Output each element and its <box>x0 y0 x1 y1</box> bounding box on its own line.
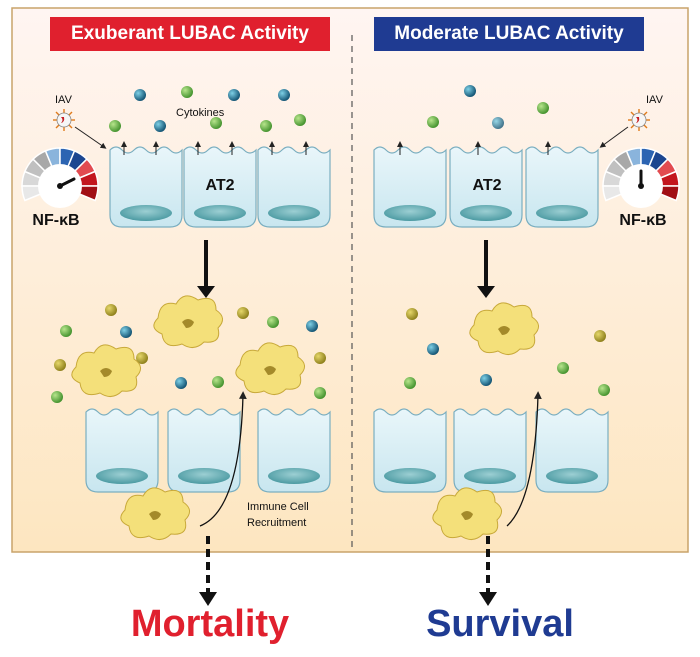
cytokine-dot <box>212 376 224 388</box>
cytokine-dot <box>294 114 306 126</box>
cytokine-dot <box>175 377 187 389</box>
epithelial-cell <box>183 146 257 228</box>
cell-nucleus <box>194 205 246 221</box>
left-recruitment-arrow <box>199 391 247 527</box>
cell-nucleus <box>384 205 436 221</box>
cytokine-dot <box>51 391 63 403</box>
right-iav-label: IAV <box>646 94 664 106</box>
cytokine-dot <box>278 89 290 101</box>
right-nfkb-label: NF-κB <box>619 212 666 229</box>
right-cell-label: AT2 <box>472 177 501 194</box>
right-nfkb-gauge <box>602 147 680 208</box>
cytokine-dot <box>120 326 132 338</box>
cytokine-dot <box>537 102 549 114</box>
moderate-banner <box>374 17 644 51</box>
cell-nucleus <box>546 468 598 484</box>
cytokine-dot <box>109 120 121 132</box>
right-top-epithelium <box>373 146 599 228</box>
cell-nucleus <box>464 468 516 484</box>
left-down-arrow-head <box>197 286 215 298</box>
left-iav-virus <box>53 109 75 131</box>
right-immune-cells <box>432 302 539 540</box>
cell-nucleus <box>268 468 320 484</box>
cytokine-dot <box>154 120 166 132</box>
mortality-outcome: Mortality <box>130 603 290 645</box>
cytokine-dot <box>54 359 66 371</box>
cytokine-dot <box>260 120 272 132</box>
cytokine-dot <box>136 352 148 364</box>
cytokine-dot <box>404 377 416 389</box>
cell-nucleus <box>268 205 320 221</box>
cytokine-dot <box>464 85 476 97</box>
left-iav-arrow <box>74 126 107 149</box>
cytokine-dot <box>60 325 72 337</box>
cytokine-dot <box>598 384 610 396</box>
cell-nucleus <box>120 205 172 221</box>
cell-nucleus <box>96 468 148 484</box>
moderate-lubac-title: Moderate LUBAC Activity <box>394 23 624 44</box>
immune-cell <box>432 487 502 540</box>
right-bottom-cytokines <box>404 308 610 396</box>
left-secretion-arrows <box>121 141 309 155</box>
left-bottom-epithelium <box>85 408 331 493</box>
immune-cell <box>469 302 539 355</box>
cytokine-dot <box>237 307 249 319</box>
left-top-cytokines <box>109 86 306 132</box>
recruitment-label-line1: Immune Cell <box>247 501 309 513</box>
immune-cell <box>153 295 223 348</box>
right-recruitment-arrow <box>506 391 542 527</box>
immune-cell <box>120 487 190 540</box>
cytokine-dot <box>228 89 240 101</box>
recruitment-label-line2: Recruitment <box>247 517 306 529</box>
cytokine-dot <box>314 387 326 399</box>
cytokine-dot <box>210 117 222 129</box>
left-nfkb-label: NF-κB <box>32 212 79 229</box>
right-iav-virus <box>628 109 650 131</box>
exuberant-lubac-title: Exuberant LUBAC Activity <box>71 23 309 44</box>
epithelial-cell <box>373 146 447 228</box>
cytokine-dot <box>314 352 326 364</box>
left-nfkb-gauge <box>21 147 99 208</box>
cytokine-dot <box>306 320 318 332</box>
right-outcome-arrow-head <box>479 592 497 606</box>
epithelial-cell <box>525 146 599 228</box>
right-top-cytokines <box>427 85 549 129</box>
cytokine-dot <box>134 89 146 101</box>
exuberant-banner <box>50 17 330 51</box>
cytokine-dot <box>594 330 606 342</box>
right-bottom-epithelium <box>373 408 609 493</box>
cytokine-dot <box>105 304 117 316</box>
epithelial-cell <box>449 146 523 228</box>
cell-nucleus <box>536 205 588 221</box>
left-iav-label: IAV <box>55 94 73 106</box>
cytokine-dot <box>181 86 193 98</box>
left-top-epithelium <box>109 146 331 228</box>
cytokine-dot <box>427 343 439 355</box>
epithelial-cell <box>257 146 331 228</box>
immune-cell <box>71 344 141 397</box>
left-bottom-cytokines <box>51 304 326 403</box>
cell-nucleus <box>460 205 512 221</box>
left-cell-label: AT2 <box>205 177 234 194</box>
survival-outcome: Survival <box>426 603 574 645</box>
left-immune-cells <box>71 295 305 540</box>
cytokine-dot <box>492 117 504 129</box>
cytokines-label: Cytokines <box>176 107 225 119</box>
cytokine-dot <box>406 308 418 320</box>
left-outcome-arrow-head <box>199 592 217 606</box>
cytokine-dot <box>557 362 569 374</box>
right-down-arrow-head <box>477 286 495 298</box>
epithelial-cell <box>109 146 183 228</box>
cytokine-dot <box>267 316 279 328</box>
cell-nucleus <box>178 468 230 484</box>
cell-nucleus <box>384 468 436 484</box>
right-secretion-arrows <box>397 141 551 155</box>
cytokine-dot <box>480 374 492 386</box>
cytokine-dot <box>427 116 439 128</box>
right-iav-arrow <box>599 126 629 148</box>
immune-cell <box>235 342 305 395</box>
